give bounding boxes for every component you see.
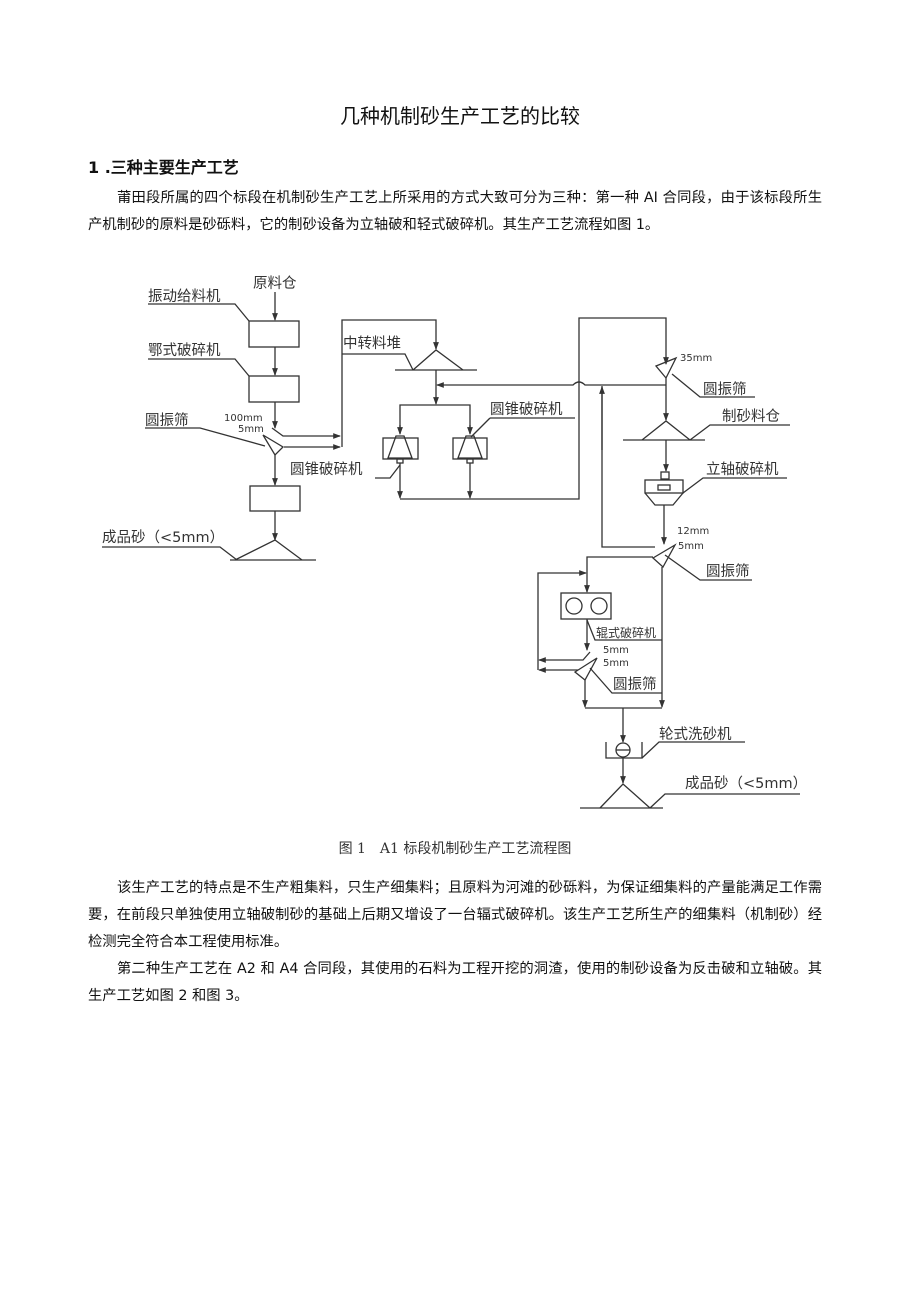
screen-4-shape	[573, 657, 598, 681]
label-roller-crusher: 辊式破碎机	[596, 625, 656, 640]
label-screen-1-top: 100mm	[224, 413, 263, 424]
vsi-crusher-shape	[644, 471, 684, 506]
jaw-crusher-box	[248, 375, 300, 403]
label-screen-4: 圆振筛	[613, 676, 657, 693]
label-vsi-crusher: 立轴破碎机	[706, 461, 779, 478]
label-product-right: 成品砂（<5mm）	[685, 775, 807, 792]
figure-caption: 图 1 A1 标段机制砂生产工艺流程图	[338, 841, 572, 857]
crusher-box-3	[249, 485, 301, 512]
label-screen-1-bottom: 5mm	[238, 424, 264, 435]
screen-1-shape	[262, 434, 285, 457]
left-branch	[102, 292, 341, 561]
label-jaw-crusher: 鄂式破碎机	[148, 342, 221, 359]
label-screen-3-bottom: 5mm	[678, 541, 704, 552]
label-sand-bin: 制砂料仓	[722, 408, 780, 425]
vibrating-feeder-box	[248, 320, 300, 348]
label-cone-crusher-b: 圆锥破碎机	[490, 401, 563, 418]
roller-crusher-shape	[560, 592, 612, 620]
screen-3-shape	[651, 543, 677, 569]
label-cone-crusher-a: 圆锥破碎机	[290, 461, 363, 478]
label-screen-1: 圆振筛	[145, 412, 189, 429]
label-vibrating-feeder: 振动给料机	[148, 288, 221, 305]
label-wheel-washer: 轮式洗砂机	[659, 726, 732, 743]
paragraph-3: 第二种生产工艺在 A2 和 A4 合同段，其使用的石料为工程开挖的洞渣，使用的制…	[88, 961, 822, 1004]
label-transfer-pile: 中转料堆	[343, 335, 401, 352]
label-raw-bin: 原料仓	[253, 275, 297, 292]
label-product-left: 成品砂（<5mm）	[102, 529, 224, 546]
label-screen-4-top: 5mm	[603, 645, 629, 656]
middle-branch	[341, 317, 669, 500]
label-screen-2: 圆振筛	[703, 381, 747, 398]
paragraph-1: 莆田段所属的四个标段在机制砂生产工艺上所采用的方式大致可分为三种：第一种 AI …	[88, 190, 822, 233]
label-screen-3-top: 12mm	[677, 526, 709, 537]
cone-crusher-b-shape	[452, 435, 488, 464]
wheel-washer-shape	[605, 742, 643, 759]
paragraph-2: 该生产工艺的特点是不生产粗集料，只生产细集料；且原料为河滩的砂砾料，为保证细集料…	[88, 880, 822, 950]
label-screen-2-size: 35mm	[680, 353, 712, 364]
label-screen-3: 圆振筛	[706, 563, 750, 580]
label-screen-4-bottom: 5mm	[603, 658, 629, 669]
screen-2-shape	[654, 356, 678, 380]
section-heading: 1 .三种主要生产工艺	[88, 158, 239, 177]
page-title: 几种机制砂生产工艺的比较	[340, 104, 580, 128]
cone-crusher-a-shape	[382, 435, 419, 464]
right-branch	[537, 356, 800, 809]
